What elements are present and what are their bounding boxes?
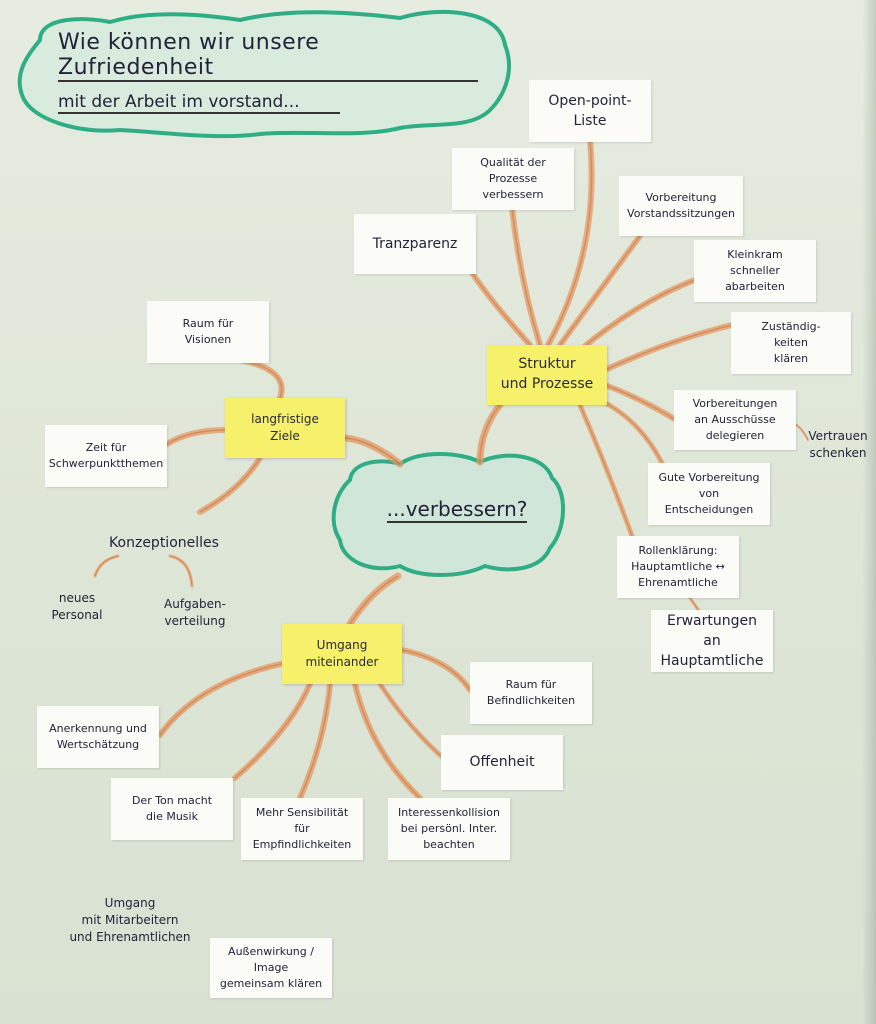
card-tranzparenz: Tranzparenz [354,214,476,274]
card-qualitaet-prozesse: Qualität der Prozesse verbessern [452,148,574,210]
hub-struktur: Struktur und Prozesse [487,345,607,405]
branch-sensibilitaet-core [299,683,331,799]
branch-center-umgang-core [349,575,399,625]
card-kleinkram: Kleinkram schneller abarbeiten [694,240,816,302]
flipchart-title: Wie können wir unsere Zufriedenheit mit … [58,30,478,114]
branch-befindlichkeiten-core [401,649,471,691]
branch-kleinkram-core [579,277,701,351]
card-rollenklaerung: Rollenklärung: Hauptamtliche ↔ Ehrenamtl… [617,536,739,598]
center-cloud [331,452,565,577]
card-aussenwirkung-image: Außenwirkung / Image gemeinsam klären [210,938,332,998]
branch-ausschuesse [602,382,679,423]
hub-ziele: langfristige Ziele [225,398,345,458]
branch-qualitaet [509,205,543,348]
branch-center-struktur-core [479,404,501,463]
branch-center-ziele-core [344,437,401,465]
card-ton-musik: Der Ton macht die Musik [111,778,233,840]
branch-konzeptionelles-core [199,457,261,513]
branch-ausschuesse-core [604,384,677,421]
branch-zustaendigkeiten-core [604,324,733,371]
branch-open-point-core [547,139,593,346]
hub-umgang: Umgang miteinander [282,624,402,684]
branch-interessen-core [354,683,421,799]
branch-zustaendigkeiten [602,322,735,373]
branch-interessen [352,681,423,801]
branch-anerkennung [157,659,293,738]
title-line-1: Wie können wir unsere Zufriedenheit [58,30,478,82]
text-umgang-mitarbeiter: Umgang mit Mitarbeitern und Ehrenamtlich… [69,896,191,944]
card-interessenkollision: Interessenkollision bei persönl. Inter. … [388,798,510,860]
branch-personal [93,554,120,578]
branch-vorbereitung-sitzungen-core [559,235,641,346]
card-erwartungen: Erwartungen an Hauptamtliche [651,610,773,672]
card-offenheit: Offenheit [441,735,563,790]
card-entscheidungen: Gute Vorbereitung von Entscheidungen [648,463,770,525]
branch-offenheit [377,681,453,767]
card-raum-befindlichkeiten: Raum für Befindlichkeiten [470,662,592,724]
text-vertrauen-schenken: Vertrauen schenken [808,429,868,460]
card-vorbereitung-vorstandssitzungen: Vorbereitung Vorstandssitzungen [619,176,743,236]
text-konzeptionelles: Konzeptionelles [109,535,219,551]
branch-aufgaben-core [169,555,193,587]
card-zustaendigkeiten: Zuständig- keiten klären [731,312,851,374]
branch-schwerpunkt-core [166,429,226,445]
branch-konzeptionelles [197,455,263,515]
center-label: ...verbessern? [372,497,542,523]
title-line-2: mit der Arbeit im vorstand... [58,92,340,114]
card-ausschuesse-delegieren: Vorbereitungen an Ausschüsse delegieren [674,390,796,450]
branch-center-struktur [476,401,504,466]
card-open-point-liste: Open-point- Liste [529,80,651,142]
title-cloud [17,9,511,139]
text-neues-personal: neues Personal [51,591,103,622]
card-anerkennung-wertschaetzung: Anerkennung und Wertschätzung [37,706,159,768]
text-aufgabenverteilung: Aufgaben- verteilung [164,597,226,628]
branch-center-umgang [346,572,402,628]
branch-entscheidungen-core [599,399,663,464]
branch-befindlichkeiten [399,647,473,693]
branch-anerkennung-core [159,661,291,736]
branch-tranzparenz-core [469,269,531,346]
branch-ton [232,681,313,781]
branch-personal-core [94,555,119,577]
card-sensibilitaet: Mehr Sensibilität für Empfindlichkeiten [241,798,363,860]
center-label-text: ...verbessern? [386,497,528,523]
card-raum-visionen: Raum für Visionen [147,301,269,363]
branch-ton-core [234,683,311,779]
branch-rollenklaerung-core [579,404,633,537]
branch-qualitaet-core [511,207,541,346]
card-zeit-schwerpunktthemen: Zeit für Schwerpunktthemen [45,425,167,487]
